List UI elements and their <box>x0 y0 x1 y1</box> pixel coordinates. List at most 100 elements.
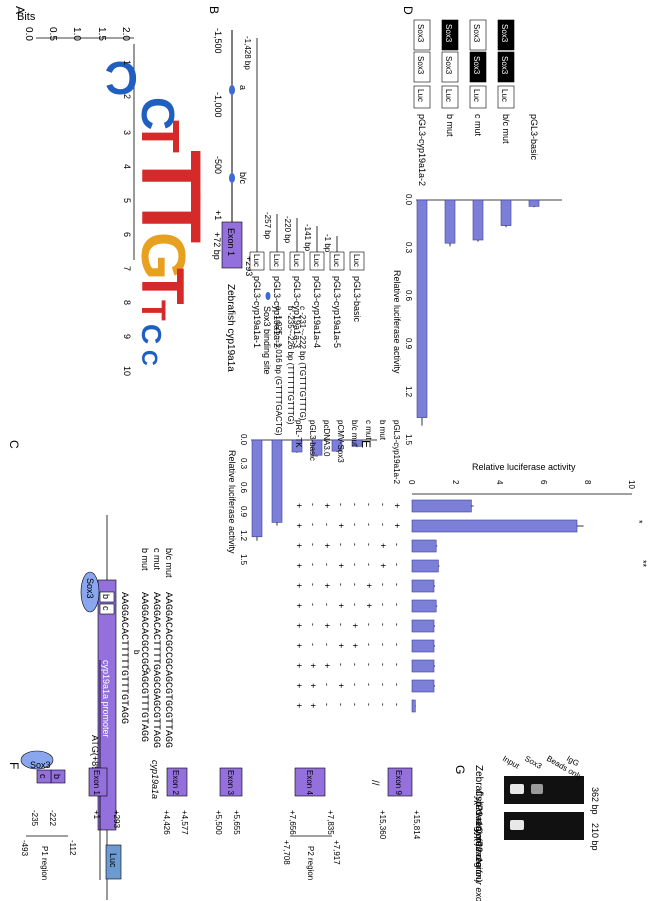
site-a-label: a <box>238 85 248 90</box>
logo-letter-t8: T <box>134 300 172 321</box>
e-cell-5-2: + <box>322 543 332 548</box>
e-ytick-4: 8 <box>583 480 592 485</box>
c-promoter-label: cyp19a1a promoter <box>101 660 111 738</box>
e-cell-1-0: - <box>378 503 388 506</box>
e-cell-0-4: - <box>392 583 402 586</box>
g-title: Zebrafish ovary <box>473 765 484 834</box>
site-bc-label: b/c <box>238 172 248 185</box>
e-cell-7-9: + <box>294 683 304 688</box>
logo-ytick-0: 0.0 <box>23 27 34 41</box>
f-coord-6: +4,577 <box>180 810 189 835</box>
d-construct-name-1: b mut <box>445 114 455 137</box>
e-bar-4 <box>411 579 435 593</box>
e-cell-1-1: - <box>378 523 388 526</box>
e-cell-0-0: + <box>392 503 402 508</box>
e-cell-0-1: + <box>392 523 402 528</box>
d-sox3-box-3-0 <box>497 19 515 51</box>
e-ylabel: Relative luciferase activity <box>472 462 576 472</box>
e-row-label-2: c mut <box>364 420 373 440</box>
c-mut-name: c mut <box>152 548 162 571</box>
d-xlabel: Relative luciferase activity <box>392 270 402 374</box>
b-construct-start-1: -257 bp <box>263 212 272 240</box>
logo-letter-c2: C <box>132 97 184 130</box>
logo-ylabel: Bits <box>17 11 36 23</box>
e-bar-0 <box>411 499 472 513</box>
e-cell-4-9: + <box>336 683 346 688</box>
d-bar-3 <box>500 199 512 226</box>
e-cell-5-9: - <box>322 683 332 686</box>
e-cell-1-9: - <box>378 683 388 686</box>
logo-pos-8: 8 <box>122 300 132 305</box>
d-construct-name-0: pGL3-cyp19a1a-2 <box>417 114 427 186</box>
b-luc-label-5: Luc <box>352 254 361 267</box>
e-cell-0-3: - <box>392 563 402 566</box>
e-cell-7-2: + <box>294 543 304 548</box>
e-ytick-2: 4 <box>495 480 504 485</box>
b-xtick-5: 1.5 <box>239 554 248 566</box>
b-construct-name-4: pGL3-cyp19a1a-5 <box>332 276 342 348</box>
d-sox3-box-1-1 <box>441 51 459 83</box>
b-construct-name-3: pGL3-cyp19a1a-4 <box>312 276 322 348</box>
logo-pos-1: 1 <box>122 60 132 65</box>
d-construct-name-3: b/c mut <box>501 114 511 144</box>
f-box-b-label: b <box>52 774 62 779</box>
d-luc-label-2: Luc <box>472 89 481 102</box>
f-exon2 <box>166 767 188 797</box>
logo-pos-10: 10 <box>122 366 132 376</box>
e-row-label-3: b/c mut <box>350 420 359 447</box>
e-cell-6-1: - <box>308 523 318 526</box>
e-cell-0-6: - <box>392 623 402 626</box>
d-bar-2 <box>472 199 484 241</box>
d-sox3-box-0-0 <box>413 19 431 51</box>
e-cell-7-1: + <box>294 523 304 528</box>
f-coord-3: +1 <box>92 810 101 820</box>
e-cell-4-2: - <box>336 543 346 546</box>
e-cell-0-10: - <box>392 703 402 706</box>
c-box-b-label: b <box>101 594 111 599</box>
e-cell-1-2: + <box>378 543 388 548</box>
logo-ytick-1: 0.5 <box>47 27 58 41</box>
panel-g-label: G <box>453 765 467 774</box>
e-bar-1 <box>411 519 578 533</box>
e-row-label-7: pRL-TK <box>294 420 303 448</box>
f-exon1-label: Exon 1 <box>92 770 101 795</box>
logo-letter-t3: T <box>130 120 190 153</box>
f-coord-10: +7,835 <box>326 810 335 835</box>
e-cell-7-5: + <box>294 603 304 608</box>
c-box-c <box>99 603 115 615</box>
e-sig-1: * <box>634 520 644 524</box>
logo-pos-7: 7 <box>122 266 132 271</box>
e-cell-4-7: + <box>336 643 346 648</box>
b-xtick-4: 1.2 <box>239 530 248 542</box>
d-construct-name-4: pGL3-basic <box>529 114 539 161</box>
e-cell-0-7: - <box>392 643 402 646</box>
c-luc-label: Luc <box>108 853 118 868</box>
e-cell-4-4: - <box>336 583 346 586</box>
logo-letter-g6: G <box>128 232 197 280</box>
gel-row2 <box>504 812 584 840</box>
d-luc-label-3: Luc <box>500 89 509 102</box>
exon1-box <box>221 221 243 269</box>
f-exon4 <box>294 767 326 797</box>
site-bc-marker <box>229 173 235 183</box>
d-sox3-box-1-0 <box>441 19 459 51</box>
d-sox3-label-2-1: Sox3 <box>472 56 481 75</box>
d-xtick-0: 0.0 <box>404 194 413 206</box>
gel-band-r2-input <box>510 820 524 830</box>
b-xtick-0: 0.0 <box>239 434 248 446</box>
panel-a-label: A <box>13 6 27 14</box>
e-cell-5-8: + <box>322 663 332 668</box>
c-box-c-label: c <box>101 606 111 611</box>
logo-letter-c9: C <box>136 324 167 344</box>
e-cell-6-3: - <box>308 563 318 566</box>
logo-pos-2: 2 <box>122 94 132 99</box>
f-exon9 <box>387 767 413 797</box>
e-cell-6-10: + <box>308 703 318 708</box>
legend-title: Sox3 binding site <box>262 306 272 375</box>
logo-ytick-4: 2.0 <box>120 27 131 41</box>
panel-g: G Zebrafish ovary Cyp19a1a promoter (P1 … <box>453 754 600 901</box>
b-luc-box-0 <box>249 251 265 271</box>
gel-band-r1-sox3 <box>531 784 543 794</box>
